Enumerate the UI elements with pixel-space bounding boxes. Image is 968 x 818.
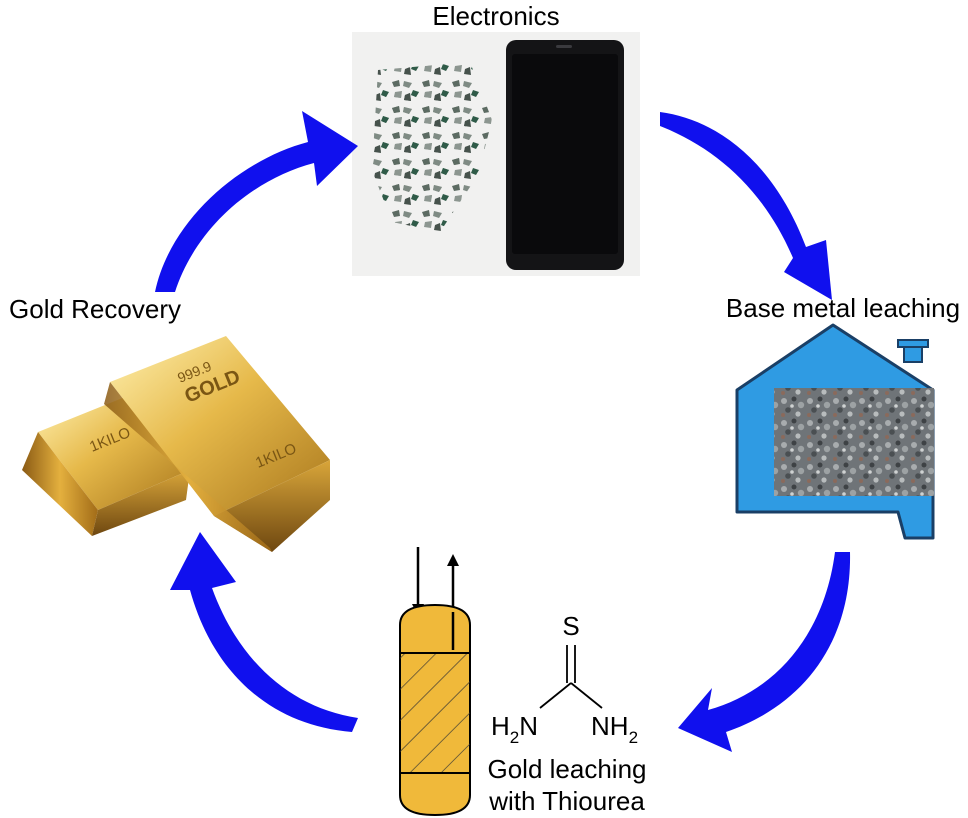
column-reactor bbox=[399, 547, 471, 817]
gravel-heap bbox=[774, 388, 934, 496]
arrow-recovery-to-electronics bbox=[155, 111, 358, 292]
amine-left: H2N bbox=[491, 711, 538, 747]
electronics-photo bbox=[352, 32, 640, 276]
packed-bed bbox=[400, 653, 470, 773]
smartphone bbox=[506, 40, 624, 270]
sulfur-atom: S bbox=[562, 611, 579, 641]
arrow-base-metal-to-gold-leaching bbox=[678, 552, 851, 752]
amine-right: NH2 bbox=[591, 711, 638, 747]
gold-leaching-label-line2: with Thiourea bbox=[488, 786, 645, 816]
cycle-arrows bbox=[155, 111, 851, 752]
arrow-electronics-to-base-metal bbox=[660, 112, 832, 300]
thiourea-structure: S H2N NH2 bbox=[491, 611, 638, 747]
shredded-electronics bbox=[372, 62, 492, 232]
electronics-label: Electronics bbox=[432, 1, 559, 31]
heap-leaching-house bbox=[735, 323, 935, 540]
gold-bars: 1KILO 999.9 GOLD 1KILO bbox=[22, 336, 330, 552]
base-metal-leaching-label: Base metal leaching bbox=[726, 293, 960, 323]
gold-recovery-label: Gold Recovery bbox=[9, 294, 181, 324]
gold-leaching-label-line1: Gold leaching bbox=[488, 754, 647, 784]
arrow-gold-leaching-to-recovery bbox=[170, 532, 358, 732]
